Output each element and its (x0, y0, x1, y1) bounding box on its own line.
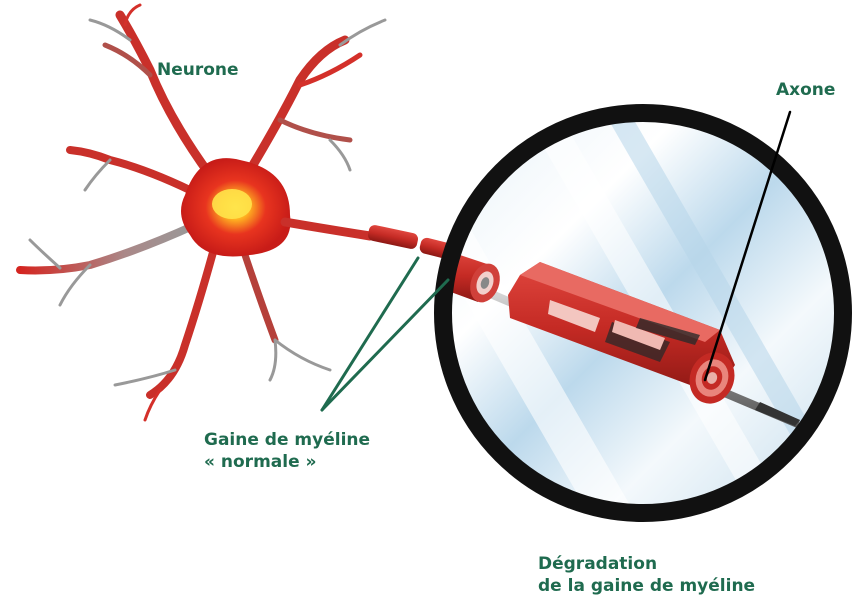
axon-trunk (285, 222, 451, 259)
label-gaine-line1: Gaine de myéline (204, 429, 370, 451)
label-axone-text: Axone (776, 80, 835, 100)
label-axone: Axone (776, 79, 835, 101)
label-neurone-text: Neurone (157, 60, 239, 80)
label-gaine-normale: Gaine de myéline « normale » (204, 429, 370, 473)
gaine-pointer-2 (322, 280, 448, 410)
label-degradation-line1: Dégradation (538, 553, 755, 575)
label-gaine-line2: « normale » (204, 451, 370, 473)
neuron-cell-icon (181, 158, 291, 256)
label-degradation-line2: de la gaine de myéline (538, 575, 755, 597)
label-neurone: Neurone (157, 59, 239, 81)
magnifier-lens-icon (368, 103, 856, 529)
gaine-pointer-1 (322, 258, 418, 410)
label-degradation: Dégradation de la gaine de myéline (538, 553, 755, 597)
